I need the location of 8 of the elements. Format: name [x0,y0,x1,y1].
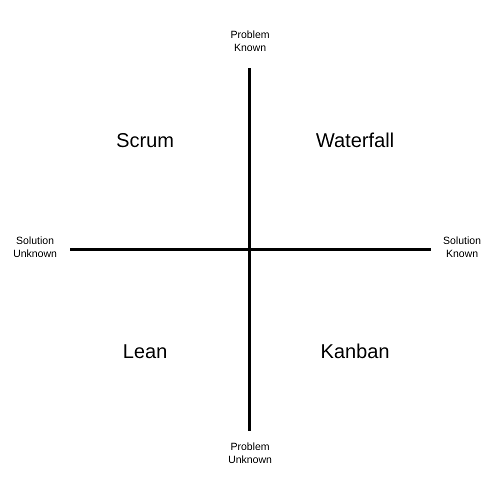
quadrant-label: Kanban [320,340,390,364]
quadrant-label: Scrum [116,129,174,153]
axis-label: Problem Unknown [227,441,273,467]
axis-label: Problem Known [229,29,271,55]
axis-label: Solution Unknown [12,235,58,261]
axis-label: Solution Known [442,235,482,261]
quadrant-label: Lean [122,340,168,364]
quadrant-label: Waterfall [316,129,394,153]
